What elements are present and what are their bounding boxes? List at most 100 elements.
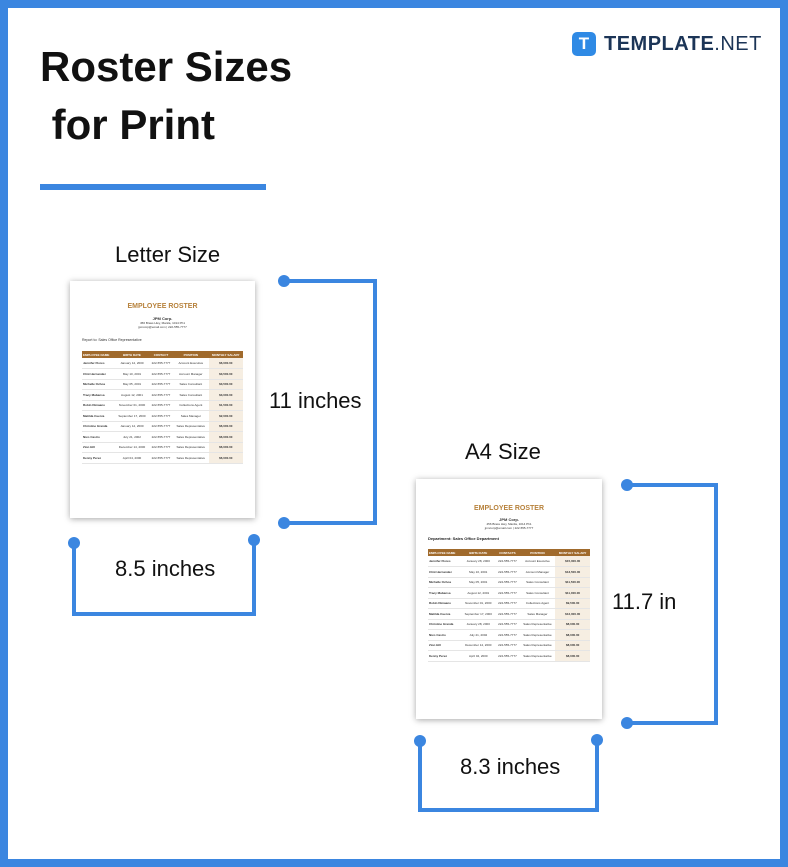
table-cell: 222-555-7777 [495,598,520,609]
table-cell: November 01, 2000 [461,598,496,609]
doc-title: EMPLOYEE ROSTER [473,505,544,512]
table-header-cell: CONTACTS [495,549,520,556]
a4-width-dot-right [591,734,603,746]
logo-t-icon: T [572,32,596,56]
table-cell: $12,000.00 [555,608,590,620]
doc-title: EMPLOYEE ROSTER [127,303,198,310]
table-header-cell: BIRTH DATE [461,549,496,556]
table-cell: $3,000.00 [208,389,243,401]
table-cell: $8,000.00 [555,640,590,651]
table-cell: $2,000.00 [208,410,243,422]
table-cell: May 05, 2001 [461,577,496,588]
table-cell: Account Executive [173,358,209,369]
table-cell: Sales Manager [173,410,209,422]
table-cell: 222-555-7777 [148,421,174,432]
table-cell: Clint Hernandez [82,368,115,380]
table-cell: Zion Hill [82,442,115,453]
table-cell: Kenny Perez [428,650,462,662]
table-cell: May 05, 2001 [114,379,149,390]
table-cell: $6,000.00 [208,442,243,453]
a4-height-bracket [627,483,718,725]
doc-address: 456 Brass Hwy, Manila, 1014 Ph1 [140,321,185,325]
table-cell: September 17, 2000 [461,608,496,620]
table-cell: Christine Granda [428,619,462,630]
table-cell: July 21, 2002 [114,431,149,443]
table-cell: Collections Agent [519,598,556,609]
table-cell: 222-555-7777 [495,629,520,641]
a4-width-dot-left [414,735,426,747]
table-cell: Account Manager [173,368,209,380]
letter-width-dot-left [68,537,80,549]
a4-width-bracket [418,740,599,812]
letter-width-label: 8.5 inches [115,556,216,581]
table-cell: Michelle Ochoa [82,379,115,390]
table-cell: 222-555-7777 [495,556,520,567]
letter-height-dot-bottom [278,517,290,529]
table-cell: December 14, 2000 [114,442,149,453]
table-header-cell: EMPLOYEE NAME [82,351,115,358]
table-cell: $15,000.00 [555,556,590,567]
table-cell: $11,000.00 [555,587,590,599]
table-cell: April 04, 2000 [114,452,149,464]
title-underline [40,184,266,190]
table-cell: Sales Consultant [173,379,209,390]
table-cell: Christine Granda [82,421,115,432]
table-cell: Sales Representative [173,431,209,443]
table-cell: $8,000.00 [555,650,590,662]
table-header-cell: BIRTH DATE [114,351,149,358]
doc-contact: jpmcorp@email.com | 222-555-7777 [484,526,534,530]
table-cell: August 12, 2001 [461,587,496,599]
table-cell: December 14, 2000 [461,640,496,651]
table-cell: $3,500.00 [208,379,243,390]
table-cell: May 10, 2001 [461,566,496,578]
logo-text-bold: TEMPLATE [604,32,715,55]
table-cell: 222-555-7777 [495,587,520,599]
doc-address: 456 Brass Hwy, Manila, 1014 Ph1 [486,522,532,526]
table-cell: November 01, 2000 [114,400,149,411]
table-cell: January 28, 2000 [461,556,496,567]
doc-report: Department: Sales Office Department [428,536,499,541]
table-cell: 222-555-7777 [148,431,174,443]
table-cell: Sales Representative [173,452,209,464]
table-cell: September 17, 2000 [114,410,149,422]
table-cell: Tracy Mabansa [82,389,115,401]
table-cell: Sales Representative [173,421,209,432]
table-cell: January 28, 2000 [461,619,496,630]
table-header-cell: POSITION [519,549,556,556]
table-cell: 222-555-7777 [495,566,520,578]
letter-height-dot-top [278,275,290,287]
table-cell: Jennifer Flores [82,358,115,369]
table-header-cell: MONTHLY SALARY [555,549,590,556]
table-header-cell: EMPLOYEE NAME [428,549,462,556]
table-cell: Sales Representative [519,629,556,641]
table-cell: $1,500.00 [208,400,243,411]
page-title: Roster Sizes for Print [40,38,292,154]
table-cell: Account Executive [519,556,556,567]
table-cell: 222-555-7777 [148,452,174,464]
table-cell: Sales Consultant [173,389,209,401]
a4-height-dot-bottom [621,717,633,729]
table-cell: 222-555-7777 [148,389,174,401]
letter-height-label: 11 inches [269,388,362,413]
table-cell: May 10, 2001 [114,368,149,380]
doc-company: JPM Corp. [499,517,519,522]
table-cell: 222-555-7777 [148,442,174,453]
table-header-cell: CONTACT [148,351,174,358]
table-cell: Clint Hernandez [428,566,462,578]
doc-contact: jpmcorp@email.com | 222-555-7777 [138,325,187,329]
